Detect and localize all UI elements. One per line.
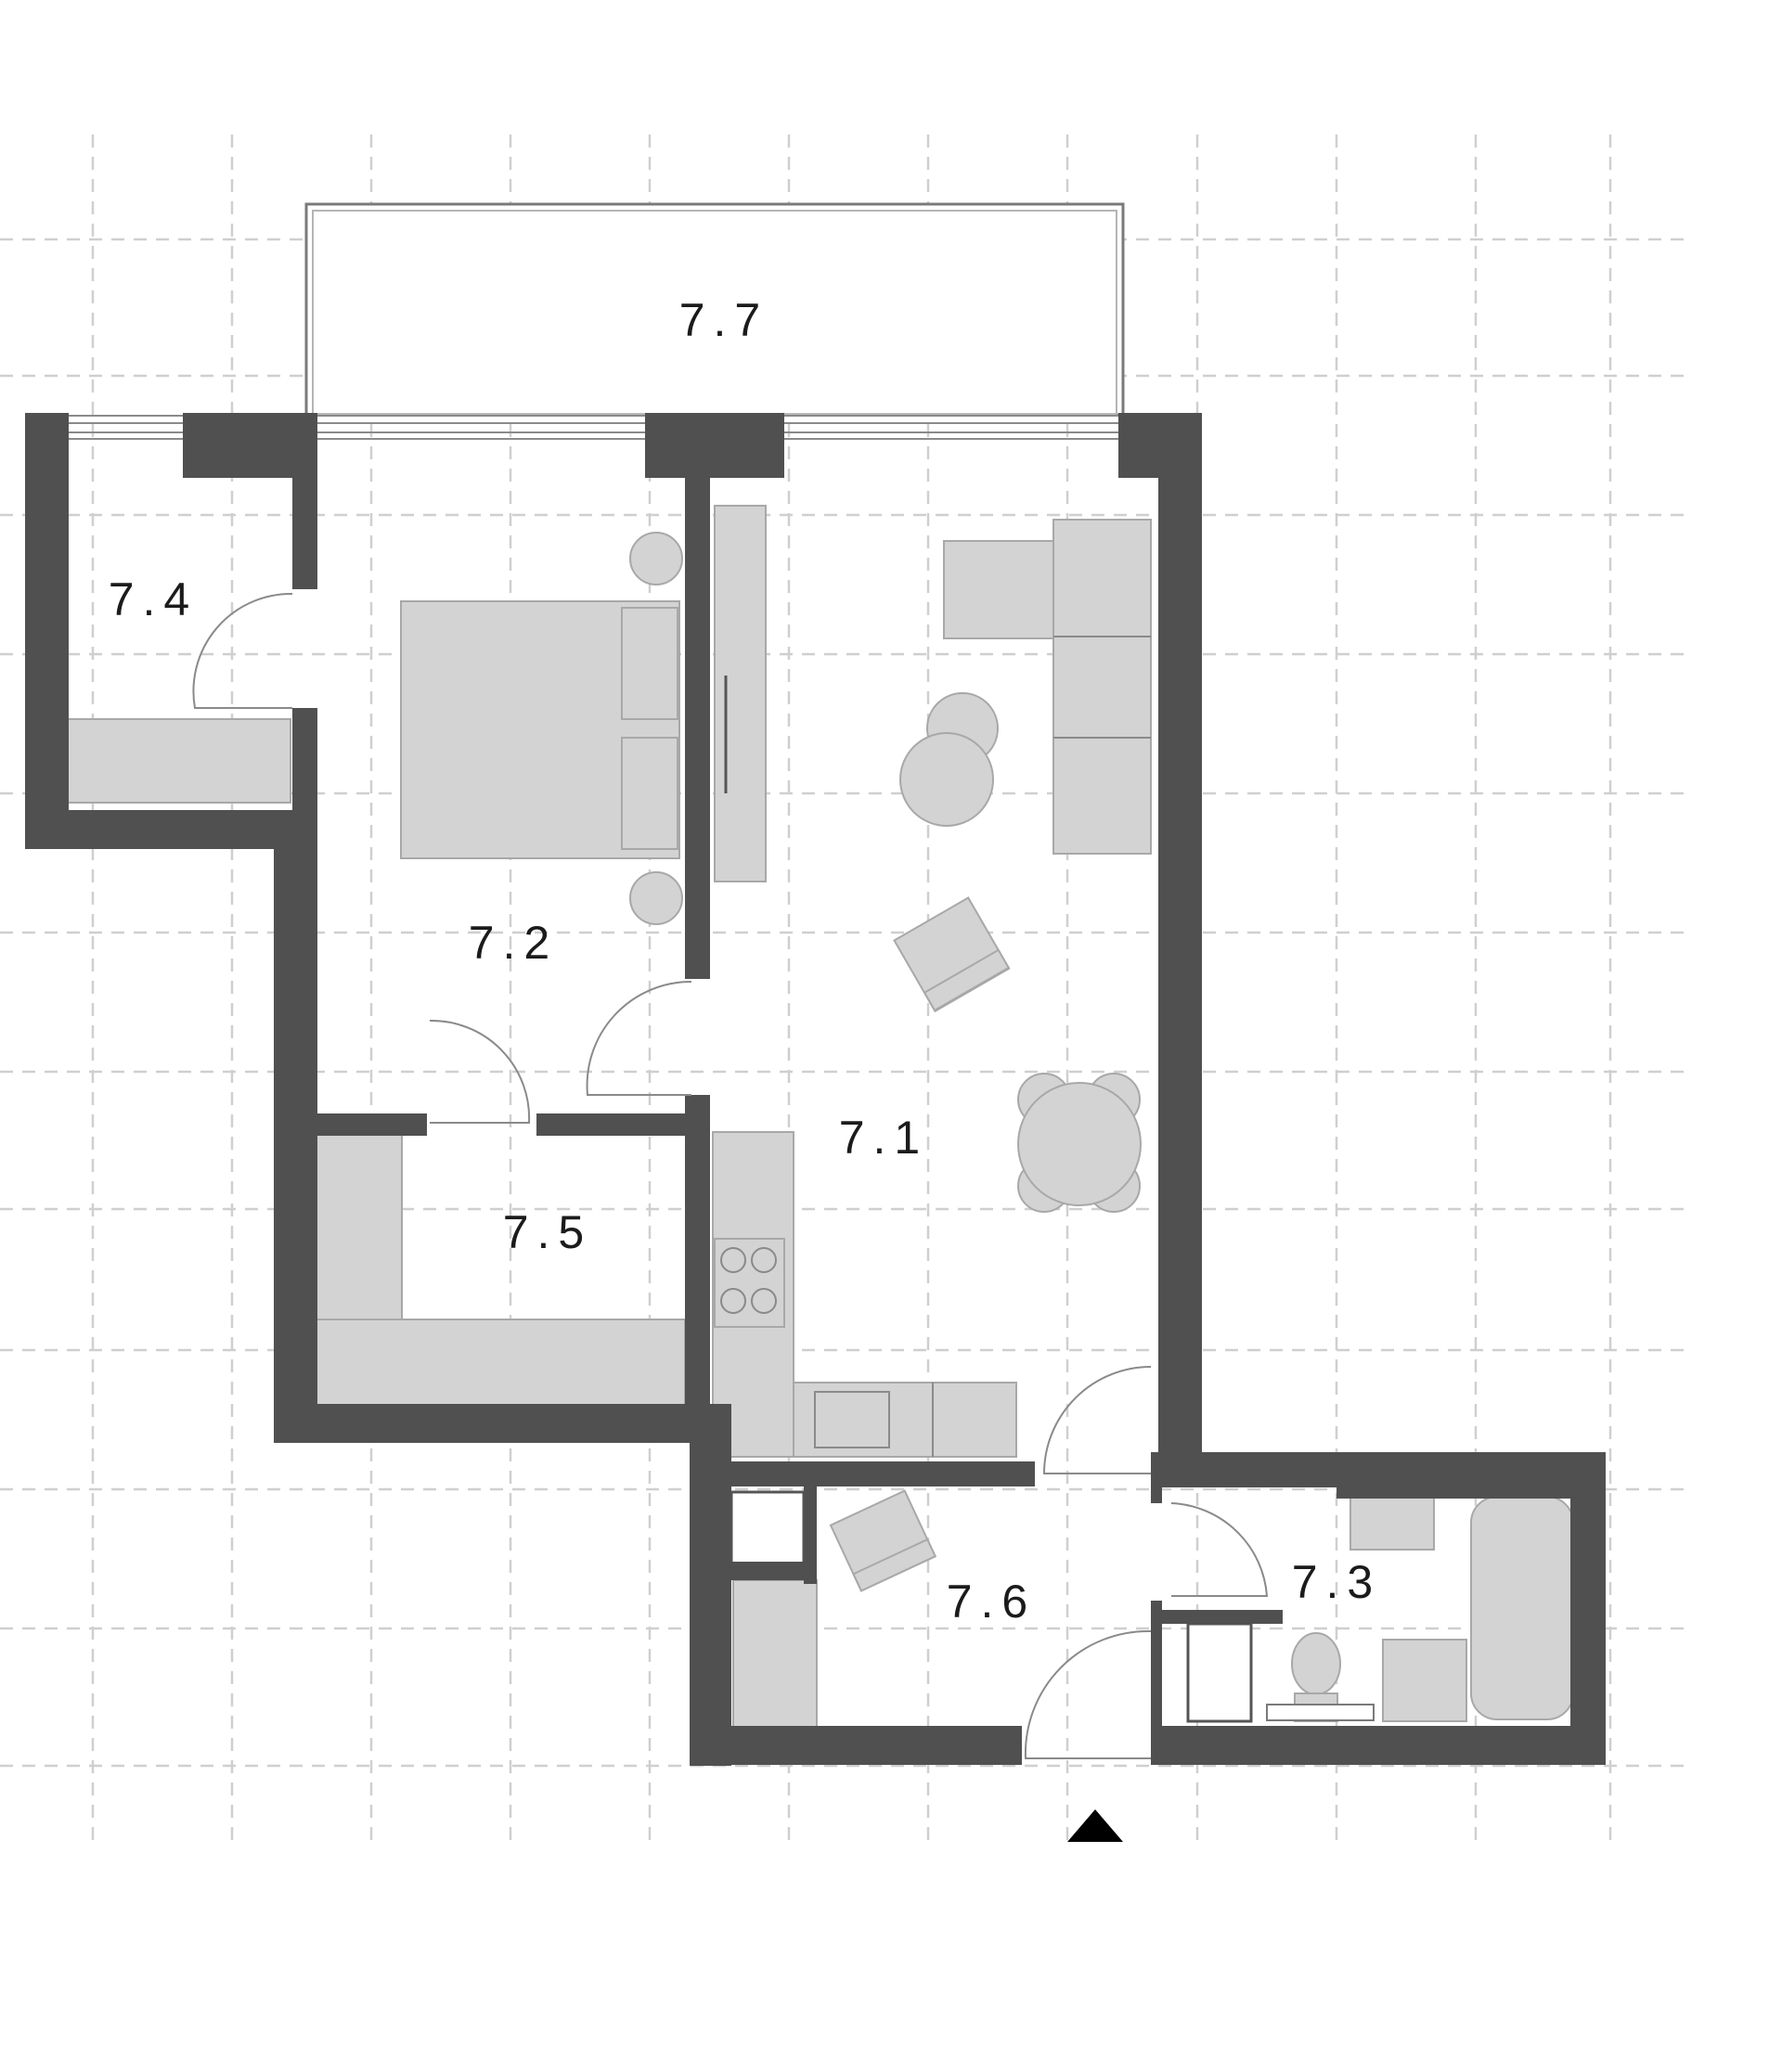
washing-machine	[1382, 1639, 1467, 1722]
sofa	[1052, 519, 1152, 855]
room-label-7-3: 7.3	[1292, 1556, 1382, 1608]
pillow	[621, 737, 678, 850]
storage-shelf	[316, 1319, 686, 1406]
coffee-table	[899, 732, 994, 827]
armchair	[893, 896, 1011, 1013]
doors	[192, 592, 1269, 1759]
tv-cabinet	[714, 505, 767, 882]
wardrobe-shelf	[67, 718, 291, 804]
pillow	[621, 607, 678, 720]
cabinet	[1186, 1622, 1253, 1723]
cooktop	[714, 1238, 785, 1328]
balcony-outline	[304, 202, 1125, 417]
room-labels: 7.7 7.4 7.2 7.1 7.5 7.6 7.3	[109, 294, 1382, 1628]
washbasin	[1349, 1493, 1435, 1551]
bathtub	[1470, 1496, 1574, 1720]
room-label-7-1: 7.1	[839, 1112, 929, 1164]
cabinet	[730, 1490, 806, 1571]
walls	[25, 413, 1606, 1766]
entrance-arrow-icon	[1067, 1809, 1123, 1842]
nightstand-lamp	[629, 871, 683, 925]
room-label-7-2: 7.2	[469, 917, 559, 969]
dining-table	[1017, 1082, 1142, 1206]
nightstand-lamp	[629, 532, 683, 586]
kitchen-counter	[793, 1382, 1017, 1458]
room-label-7-7: 7.7	[679, 294, 769, 346]
room-label-7-6: 7.6	[947, 1576, 1037, 1628]
toilet	[1291, 1632, 1341, 1695]
room-label-7-4: 7.4	[109, 573, 199, 625]
room-label-7-5: 7.5	[503, 1206, 593, 1258]
sink	[814, 1391, 890, 1448]
storage-shelf	[316, 1133, 403, 1320]
hall-chair	[829, 1489, 937, 1592]
furniture	[67, 505, 1574, 1734]
shoe-cabinet	[732, 1579, 818, 1734]
